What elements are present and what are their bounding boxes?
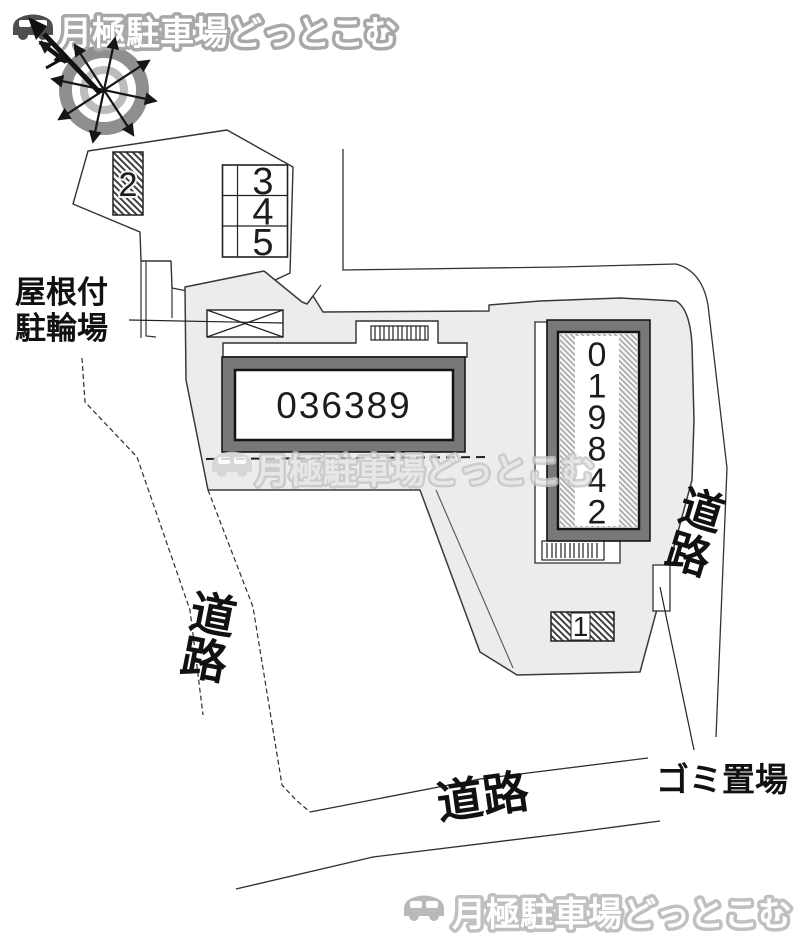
car-icon	[404, 895, 444, 921]
svg-text:道路: 道路	[434, 765, 533, 829]
parking-space-1: 1	[550, 611, 615, 642]
watermark-brand: 月極駐車場どっとこむ	[212, 451, 598, 494]
svg-text:1: 1	[588, 368, 607, 406]
svg-text:道: 道	[185, 585, 240, 645]
building-019842-id: 0 1 9 8 4 2	[588, 336, 607, 532]
space-2-label: 2	[119, 166, 138, 204]
building-036389-id: 036389	[276, 385, 411, 426]
footer-brand: 月極駐車場どっとこむ	[404, 893, 796, 938]
header-brand: 月極駐車場どっとこむ	[13, 12, 402, 57]
parking-space-2: 2	[112, 151, 144, 216]
bike-parking-box	[128, 309, 284, 338]
garbage-leader-line	[659, 586, 695, 751]
footer-brand-text: 月極駐車場どっとこむ	[452, 896, 792, 934]
map-labels: 屋根付 駐輪場 道 路 道 路 道路 ゴミ置場	[15, 275, 788, 829]
road-label-left: 道 路	[177, 585, 241, 690]
north-arrow-icon	[28, 17, 158, 144]
bike-parking-label-line1: 屋根付	[15, 275, 108, 310]
boundary-lines	[342, 149, 728, 738]
svg-text:0: 0	[588, 336, 607, 374]
space-1-label: 1	[573, 611, 589, 642]
space-5-label: 5	[252, 222, 273, 264]
building-019842: 0 1 9 8 4 2	[534, 319, 651, 564]
svg-text:2: 2	[588, 494, 607, 532]
road-label-bottom: 道路	[434, 765, 533, 829]
svg-text:8: 8	[588, 431, 607, 469]
road-left-edges	[81, 357, 311, 813]
space-3-label: 3	[252, 161, 273, 203]
parking-spaces-345: 3 4 5	[221, 161, 289, 264]
garbage-area-marker	[652, 564, 695, 751]
garbage-label: ゴミ置場	[656, 761, 788, 798]
bike-parking-leader-line	[128, 319, 284, 324]
space-4-label: 4	[252, 192, 273, 234]
stairs-structure-icon	[541, 540, 605, 561]
bike-parking-label-line2: 駐輪場	[15, 311, 108, 346]
svg-text:4: 4	[588, 462, 607, 500]
building-036389: 036389	[221, 320, 468, 453]
header-brand-text: 月極駐車場どっとこむ	[58, 15, 398, 53]
road-bottom-edges	[235, 757, 661, 890]
svg-text:路: 路	[177, 630, 233, 690]
premise-dashed-line	[205, 456, 490, 460]
stairs-structure-icon	[370, 325, 429, 341]
watermark-text: 月極駐車場どっとこむ	[255, 453, 595, 491]
svg-text:9: 9	[588, 399, 607, 437]
